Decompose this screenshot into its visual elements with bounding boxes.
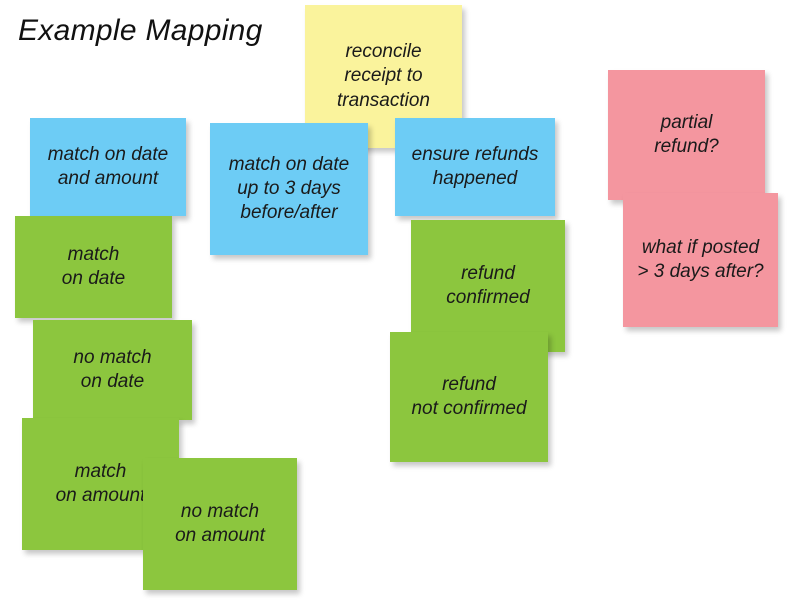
card-example-no-match-on-date[interactable]: no match on date [33,320,192,420]
card-text: match on amount [55,460,146,506]
card-text: refund confirmed [446,262,530,308]
card-text: match on date up to 3 days before/after [228,153,350,224]
card-text: no match on amount [175,500,265,546]
card-rule-match-on-date-and-amount[interactable]: match on date and amount [30,118,186,216]
card-example-refund-confirmed[interactable]: refund confirmed [411,220,565,352]
card-text: what if posted > 3 days after? [637,236,764,282]
card-example-no-match-on-amount[interactable]: no match on amount [143,458,297,590]
card-rule-ensure-refunds-happened[interactable]: ensure refunds happened [395,118,555,216]
card-text: reconcile receipt to transaction [337,41,430,111]
card-text: no match on date [73,346,152,392]
card-text: match on date [61,243,126,289]
card-text: partial refund? [654,111,719,157]
card-rule-match-on-date-3-days[interactable]: match on date up to 3 days before/after [210,123,368,255]
card-question-posted-more-than-3-days[interactable]: what if posted > 3 days after? [623,193,778,327]
card-example-match-on-date[interactable]: match on date [15,216,172,318]
card-example-refund-not-confirmed[interactable]: refund not confirmed [390,332,548,462]
page-title: Example Mapping [18,14,263,47]
card-text: refund not confirmed [411,373,527,419]
card-text: match on date and amount [47,143,169,189]
card-question-partial-refund[interactable]: partial refund? [608,70,765,200]
card-text: ensure refunds happened [411,143,539,189]
